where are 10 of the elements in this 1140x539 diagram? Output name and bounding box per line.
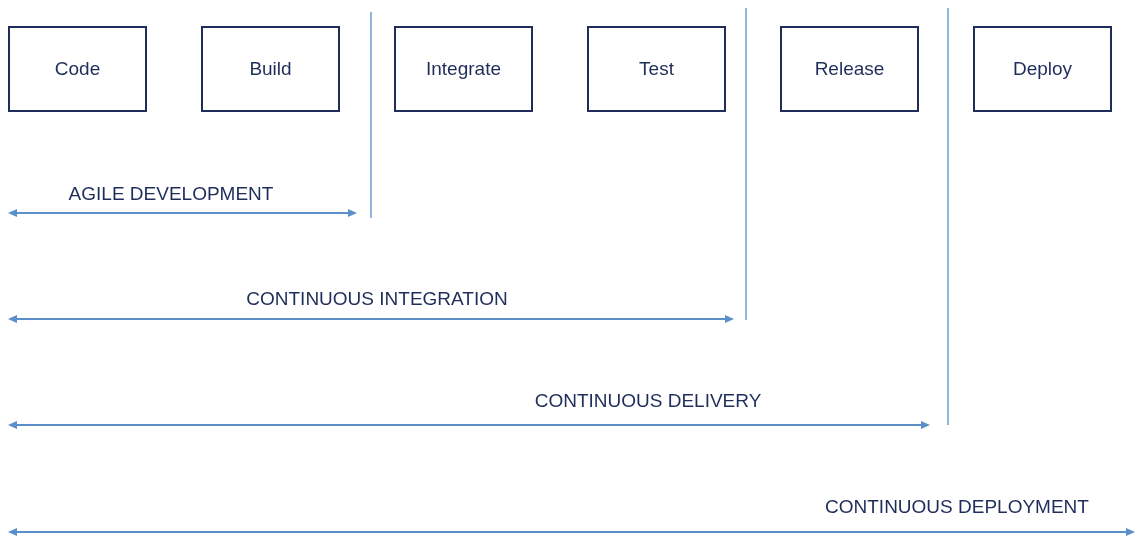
stage-box: Test <box>587 26 726 112</box>
stage-box: Release <box>780 26 919 112</box>
phase-label: CONTINUOUS DELIVERY <box>534 390 762 412</box>
stage-box: Code <box>8 26 147 112</box>
stage-box: Build <box>201 26 340 112</box>
stage-box: Integrate <box>394 26 533 112</box>
phase-label: CONTINUOUS DEPLOYMENT <box>825 496 1089 518</box>
phase-label: CONTINUOUS INTEGRATION <box>246 288 508 310</box>
phase-label: AGILE DEVELOPMENT <box>68 183 274 205</box>
stage-box: Deploy <box>973 26 1112 112</box>
